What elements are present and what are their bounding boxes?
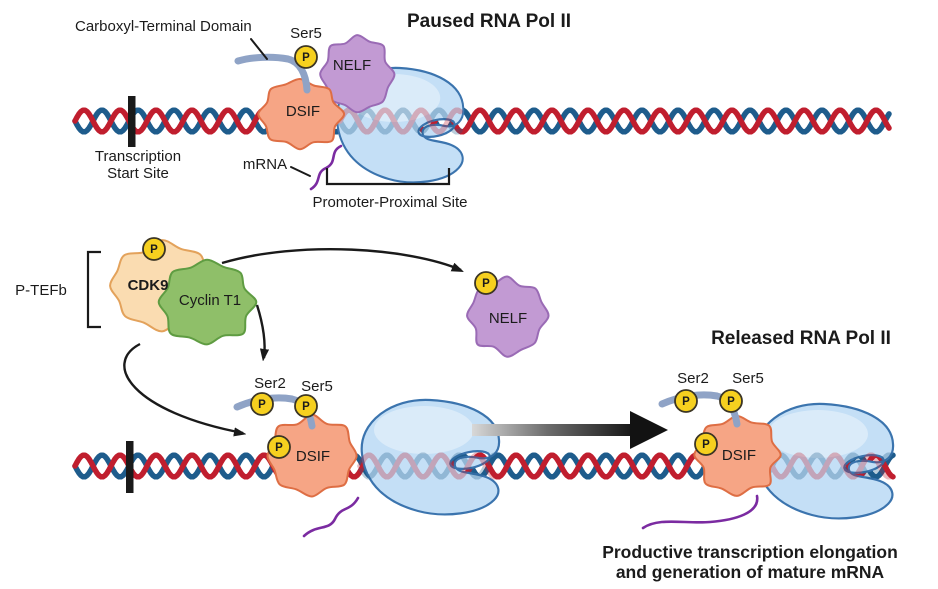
carboxyl-terminal-domain-tail-top [234, 53, 311, 94]
dna-inside-polymerase-top [337, 107, 463, 135]
phospho-circle-dsif-right [694, 432, 718, 456]
dna-double-helix-top [72, 107, 892, 135]
dsif-protein-top [257, 78, 346, 151]
phospho-circle-ser2-right [674, 389, 698, 413]
phospho-label: P [482, 278, 490, 290]
dsif-label-top: DSIF [286, 103, 320, 120]
tss-label-line1: Transcription [95, 148, 181, 165]
nelf-protein-top [319, 34, 396, 114]
cdk9-label: CDK9 [128, 277, 169, 294]
dsif-protein-right [693, 415, 782, 497]
dsif-label-left: DSIF [296, 448, 330, 465]
phospho-label: P [302, 52, 310, 64]
mature-mrna-right [641, 494, 759, 530]
mrna-label: mRNA [243, 156, 287, 173]
caption-line2: and generation of mature mRNA [616, 562, 885, 582]
dna-inside-polymerase-left [357, 452, 501, 480]
caption-line1: Productive transcription elongation [602, 542, 898, 562]
mrna-pointer-line [290, 166, 311, 177]
release-transition-arrow [472, 411, 668, 449]
nelf-protein-released [466, 275, 550, 358]
phospho-circle-ser5-left [294, 394, 318, 418]
phospho-circle-ser5-right [719, 389, 743, 413]
tss-label-line2: Start Site [107, 165, 169, 182]
dsif-label-right: DSIF [722, 447, 756, 464]
promoter-proximal-label: Promoter-Proximal Site [312, 194, 467, 211]
arrow-head [630, 411, 668, 449]
arrow-shaft [472, 424, 638, 436]
phospho-circle-cdk9 [142, 237, 166, 261]
dna-strand-red [72, 107, 892, 135]
phospho-label: P [302, 401, 310, 413]
arrow-ptefb-to-dsif [123, 342, 243, 433]
ctd-pointer-line [250, 38, 268, 60]
phospho-circle-ser5-top [294, 45, 318, 69]
dsif-protein-left [266, 413, 358, 498]
ctd-label: Carboxyl-Terminal Domain [75, 18, 252, 35]
ser2-label-left: Ser2 [254, 375, 286, 392]
ptefb-bracket [86, 250, 101, 329]
cyclin-t1-label: Cyclin T1 [179, 292, 241, 309]
phospho-circle-nelf [474, 271, 498, 295]
phospho-label: P [258, 399, 266, 411]
ser5-label-left: Ser5 [301, 378, 333, 395]
promoter-proximal-bracket [325, 168, 451, 186]
ser5-label-right: Ser5 [732, 370, 764, 387]
ser5-label-top: Ser5 [290, 25, 322, 42]
cyclin-t1-protein [157, 258, 258, 346]
nelf-label-released: NELF [489, 310, 527, 327]
phospho-circle-dsif-left [267, 435, 291, 459]
arrow-ptefb-to-ctd [255, 304, 265, 358]
nascent-mrna-left [302, 496, 360, 538]
transcription-start-site-marker-bottom [126, 441, 134, 493]
phospho-label: P [727, 396, 735, 408]
phospho-label: P [275, 442, 283, 454]
phospho-label: P [150, 244, 158, 256]
phospho-label: P [682, 396, 690, 408]
phospho-label: P [702, 439, 710, 451]
arrow-ptefb-to-nelf [221, 247, 461, 270]
ptefb-label: P-TEFb [15, 282, 67, 299]
transcription-start-site-marker-top [128, 96, 136, 147]
nelf-label-top: NELF [333, 57, 371, 74]
dna-strand-blue [72, 107, 892, 135]
released-title: Released RNA Pol II [711, 328, 891, 349]
paused-title: Paused RNA Pol II [407, 11, 571, 32]
ser2-label-right: Ser2 [677, 370, 709, 387]
phospho-circle-ser2-left [250, 392, 274, 416]
